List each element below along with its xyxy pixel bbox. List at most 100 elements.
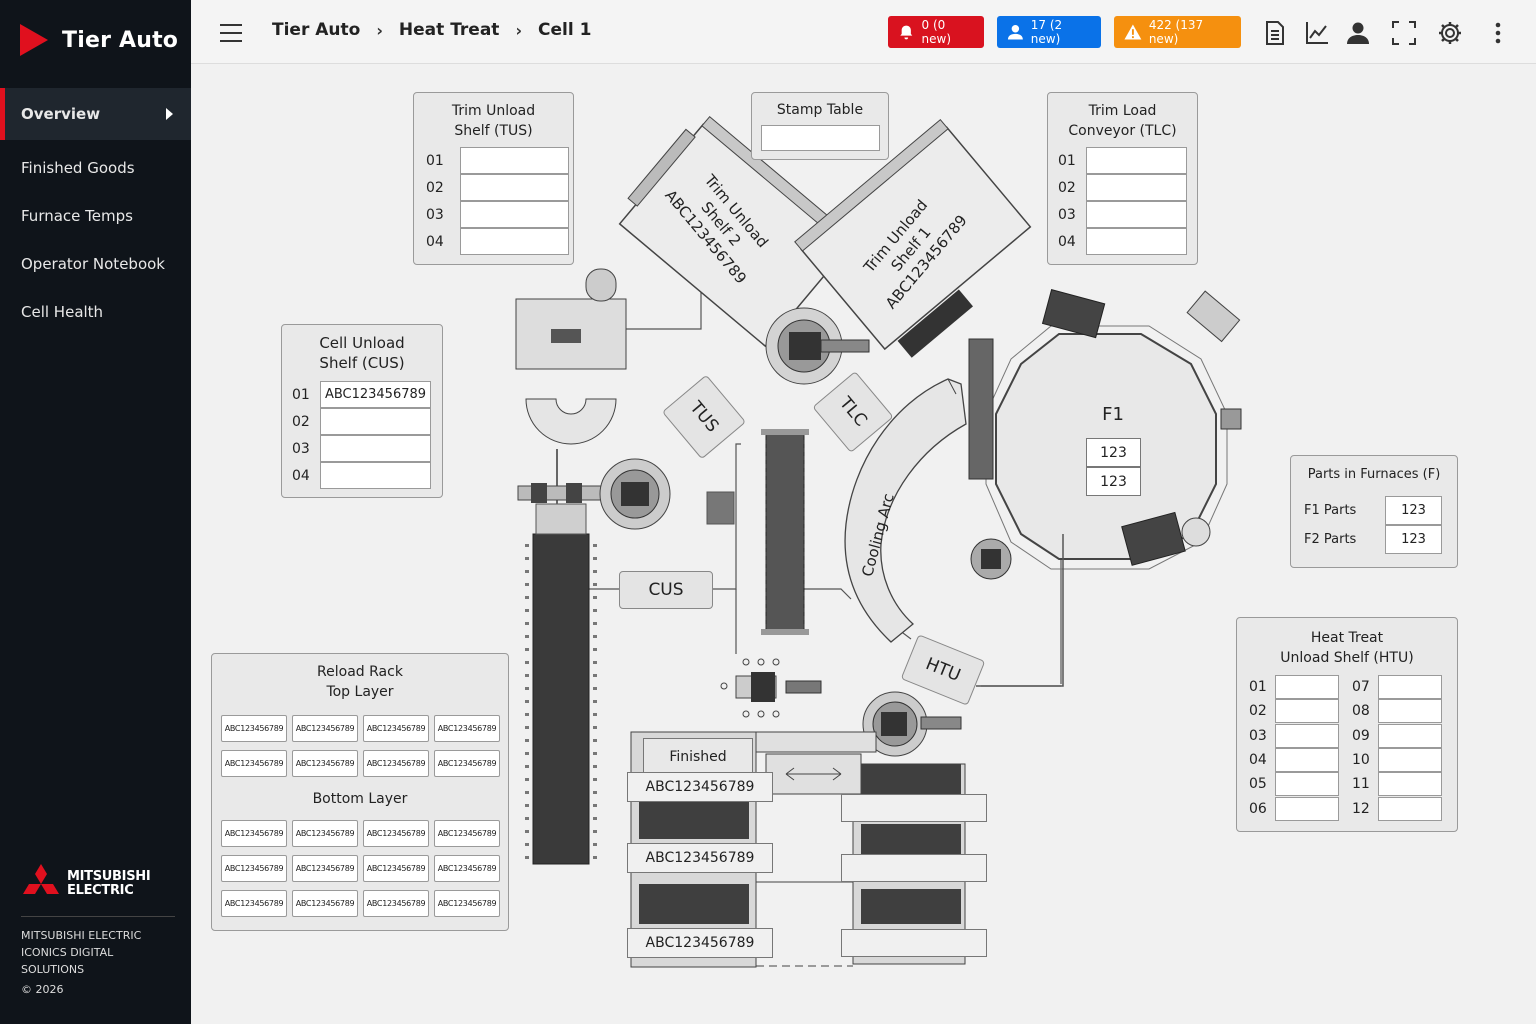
sidebar-item-finished-goods[interactable]: Finished Goods — [0, 144, 191, 192]
tus-slot-04[interactable] — [460, 228, 569, 255]
htu-slot-row: 07 — [1352, 675, 1442, 700]
finished-empty-slot-3[interactable] — [841, 929, 987, 957]
tlc-slot-02[interactable] — [1086, 174, 1187, 201]
f1-parts-value: 123 — [1385, 496, 1442, 525]
brand[interactable]: Tier Auto — [20, 20, 178, 60]
breadcrumb-item-heat-treat[interactable]: Heat Treat — [398, 20, 500, 40]
tlc-slot-04[interactable] — [1086, 228, 1187, 255]
rack-bottom-slot[interactable]: ABC123456789 — [292, 855, 358, 882]
finished-empty-slot-1[interactable] — [841, 794, 987, 822]
tus-slot-02[interactable] — [460, 174, 569, 201]
slot-number: 04 — [292, 467, 310, 484]
rack-bottom-slot[interactable]: ABC123456789 — [363, 890, 429, 917]
htu-slot[interactable] — [1378, 723, 1442, 748]
htu-slot[interactable] — [1378, 675, 1442, 700]
sidebar-item-label: Finished Goods — [21, 159, 135, 177]
rack-top-slot[interactable]: ABC123456789 — [434, 750, 500, 777]
rack-bottom-slot[interactable]: ABC123456789 — [221, 855, 287, 882]
slot-number: 04 — [1058, 233, 1076, 250]
logo-line-2: ELECTRIC — [67, 883, 134, 898]
tus-slot-01[interactable] — [460, 147, 569, 174]
finished-slot-3[interactable]: ABC123456789 — [627, 928, 773, 958]
breadcrumb-item-tier-auto[interactable]: Tier Auto — [272, 20, 361, 40]
warnings-badge[interactable]: 422 (137 new) — [1114, 16, 1241, 48]
cus-slot-03[interactable] — [320, 435, 431, 462]
slot-number: 12 — [1352, 800, 1370, 817]
user-icon — [1007, 25, 1023, 40]
rack-top-slot[interactable]: ABC123456789 — [221, 715, 287, 742]
account-icon[interactable] — [1345, 20, 1371, 46]
sidebar-item-label: Overview — [21, 105, 101, 123]
htu-slot[interactable] — [1275, 748, 1339, 773]
cus-slot-04[interactable] — [320, 462, 431, 489]
top-header: Tier Auto › Heat Treat › Cell 1 0 (0 new… — [191, 0, 1536, 64]
sidebar-item-furnace-temps[interactable]: Furnace Temps — [0, 192, 191, 240]
panel-title: Cell Unload — [319, 334, 405, 352]
rack-top-slot[interactable]: ABC123456789 — [292, 750, 358, 777]
alarms-badge[interactable]: 0 (0 new) — [888, 16, 984, 48]
rack-bottom-slot[interactable]: ABC123456789 — [434, 855, 500, 882]
rack-bottom-slot[interactable]: ABC123456789 — [292, 820, 358, 847]
settings-gear-icon[interactable] — [1437, 20, 1463, 46]
breadcrumb-item-cell-1[interactable]: Cell 1 — [538, 20, 592, 40]
logo-line-1: MITSUBISHI — [67, 869, 151, 884]
more-vertical-icon[interactable] — [1485, 20, 1511, 46]
slot-number: 01 — [292, 386, 310, 403]
rack-top-slot[interactable]: ABC123456789 — [221, 750, 287, 777]
htu-slot[interactable] — [1275, 675, 1339, 700]
brand-title: Tier Auto — [62, 27, 179, 53]
htu-slot-row: 10 — [1352, 748, 1442, 773]
htu-slot[interactable] — [1275, 772, 1339, 797]
fullscreen-icon[interactable] — [1391, 20, 1417, 46]
rack-bottom-slot[interactable]: ABC123456789 — [221, 890, 287, 917]
slot-number: 01 — [426, 152, 444, 169]
furnace-f1-title[interactable]: F1 — [1102, 404, 1124, 425]
rack-bottom-slot[interactable]: ABC123456789 — [221, 820, 287, 847]
sidebar-item-operator-notebook[interactable]: Operator Notebook — [0, 240, 191, 288]
panel-title: Shelf (CUS) — [319, 354, 405, 372]
rack-bottom-slot[interactable]: ABC123456789 — [434, 820, 500, 847]
htu-slot[interactable] — [1275, 796, 1339, 821]
sidebar-item-overview[interactable]: Overview — [0, 88, 191, 140]
cell-layout-canvas: Trim Unload Shelf 2 ABC123456789 Trim Un… — [191, 64, 1536, 1024]
htu-slot[interactable] — [1378, 772, 1442, 797]
rack-top-slot[interactable]: ABC123456789 — [363, 715, 429, 742]
trend-chart-icon[interactable] — [1304, 20, 1330, 46]
rack-bottom-slot[interactable]: ABC123456789 — [292, 890, 358, 917]
slot-number: 02 — [292, 413, 310, 430]
slot-number: 04 — [426, 233, 444, 250]
panel-title: Reload Rack — [317, 664, 403, 680]
rack-top-slot[interactable]: ABC123456789 — [434, 715, 500, 742]
htu-slot-row: 06 — [1249, 796, 1339, 821]
htu-slot[interactable] — [1275, 699, 1339, 724]
stamp-table-slot[interactable] — [761, 125, 880, 151]
htu-slot[interactable] — [1378, 796, 1442, 821]
rack-top-slot[interactable]: ABC123456789 — [363, 750, 429, 777]
cus-tag[interactable]: CUS — [619, 571, 713, 609]
htu-slot[interactable] — [1378, 748, 1442, 773]
htu-slot-row: 12 — [1352, 796, 1442, 821]
sidebar-nav: Overview Finished Goods Furnace Temps Op… — [0, 88, 191, 336]
tlc-slot-01[interactable] — [1086, 147, 1187, 174]
hamburger-menu-icon[interactable] — [220, 24, 242, 42]
rack-bottom-slot[interactable]: ABC123456789 — [363, 820, 429, 847]
finished-slot-1[interactable]: ABC123456789 — [627, 772, 773, 802]
finished-empty-slot-2[interactable] — [841, 854, 987, 882]
users-badge[interactable]: 17 (2 new) — [997, 16, 1101, 48]
rack-bottom-slot[interactable]: ABC123456789 — [363, 855, 429, 882]
htu-slot[interactable] — [1275, 723, 1339, 748]
slot-number: 01 — [1058, 152, 1076, 169]
tus-slot-03[interactable] — [460, 201, 569, 228]
finished-slot-2[interactable]: ABC123456789 — [627, 843, 773, 873]
report-icon[interactable] — [1262, 20, 1288, 46]
sidebar-item-cell-health[interactable]: Cell Health — [0, 288, 191, 336]
tlc-slot-03[interactable] — [1086, 201, 1187, 228]
rack-bottom-slot[interactable]: ABC123456789 — [434, 890, 500, 917]
htu-slot[interactable] — [1378, 699, 1442, 724]
panel-title: Trim Unload — [451, 103, 536, 119]
cus-slot-01[interactable]: ABC123456789 — [320, 381, 431, 408]
rack-top-slot[interactable]: ABC123456789 — [292, 715, 358, 742]
cus-slot-02[interactable] — [320, 408, 431, 435]
tus-panel: Trim Unload Shelf (TUS) 01 02 03 04 — [413, 92, 574, 265]
